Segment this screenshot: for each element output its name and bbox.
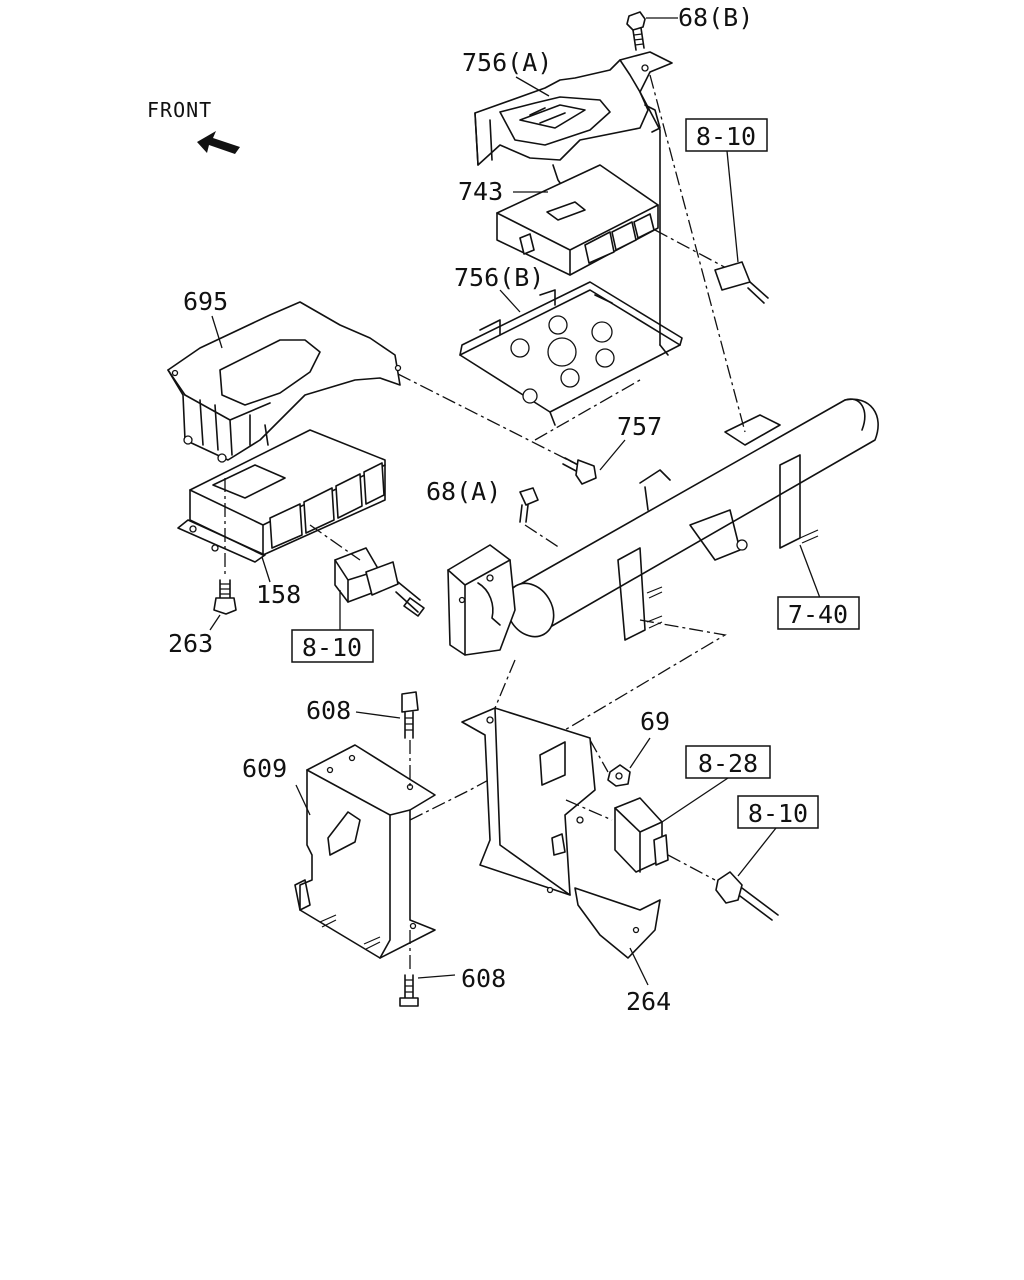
bolt-263 [213,478,237,615]
ref-8-10-top[interactable]: 8-10 [685,118,768,152]
ref-8-10-left[interactable]: 8-10 [291,629,374,663]
bracket-756a [474,51,673,191]
bolt-68a [519,487,539,523]
label-756b: 756(B) [454,263,544,292]
front-label: FRONT [147,98,212,122]
label-608-top: 608 [306,696,351,725]
label-695: 695 [183,287,228,316]
upper-bracket-assembly [459,11,683,426]
relay-8-28 [565,777,729,873]
label-68a: 68(A) [426,477,501,506]
ref-8-10-right-label: 8-10 [748,799,808,828]
connector-8-10-left [309,524,425,630]
ref-8-10-left-label: 8-10 [302,633,362,662]
connector-8-10-right [667,827,779,921]
cross-member-tube [447,398,879,656]
module-158 [177,429,386,563]
front-arrow-icon [197,131,240,154]
ref-7-40[interactable]: 7-40 [777,596,860,630]
lower-bracket-264 [461,707,661,986]
ref-7-40-label: 7-40 [788,600,848,629]
left-unit-assembly [167,301,425,631]
ref-8-10-right[interactable]: 8-10 [737,795,819,829]
bolt-757 [562,457,597,485]
label-609: 609 [242,754,287,783]
front-indicator: FRONT [147,98,240,154]
bracket-695 [167,301,402,463]
label-263: 263 [168,629,213,658]
bracket-756b [459,281,683,426]
ref-8-28-label: 8-28 [698,749,758,778]
label-756a: 756(A) [462,48,552,77]
label-264: 264 [626,987,671,1016]
ref-8-10-top-label: 8-10 [696,122,756,151]
label-158: 158 [256,580,301,609]
label-608-bottom: 608 [461,964,506,993]
ref-8-28[interactable]: 8-28 [685,745,771,779]
connector-8-10-top [714,150,769,304]
part-labels: 68(B) 756(A) 743 756(B) 695 757 68(A) 15… [168,3,753,1016]
label-68b: 68(B) [678,3,753,32]
label-743: 743 [458,177,503,206]
lower-bracket-609 [294,691,436,1007]
label-757: 757 [617,412,662,441]
bolt-68b [626,11,678,51]
reference-boxes: 8-10 8-10 7-40 8-28 8-10 [291,118,860,829]
label-69: 69 [640,707,670,736]
nut-69 [589,737,651,787]
control-unit-743 [496,164,659,276]
